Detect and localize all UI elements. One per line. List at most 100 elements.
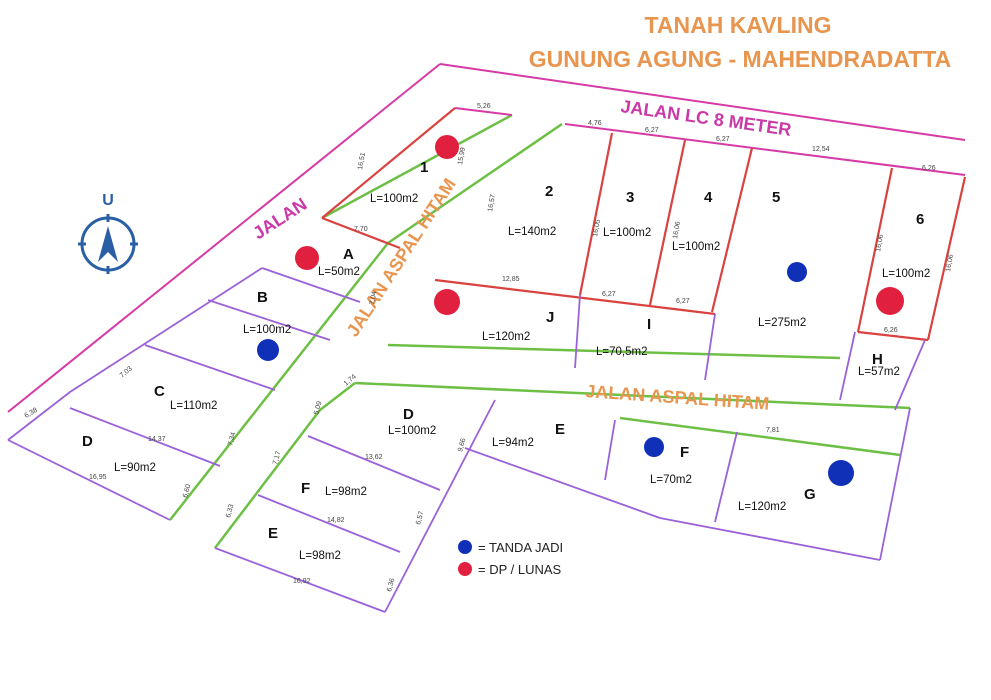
dim-label: 16,51: [357, 152, 367, 171]
svg-text:L=70m2: L=70m2: [650, 474, 692, 486]
dimension-labels: 5,26 16,51 15,99 7,70 4,76 6,27 6,27 12,…: [24, 103, 956, 593]
lot-c: C L=110m2: [154, 383, 217, 412]
dim-label: 6,57: [415, 510, 425, 525]
svg-text:L=120m2: L=120m2: [482, 331, 530, 343]
road-label-aspal-horizontal: JALAN ASPAL HITAM: [585, 381, 770, 414]
dim-label: 12,54: [812, 146, 830, 153]
lot-f-east: FL=70m2: [650, 444, 692, 486]
marker-tanda-jadi: [787, 262, 807, 282]
dim-label: 6,60: [182, 483, 192, 498]
legend-item-tanda-jadi: = TANDA JADI: [458, 540, 563, 555]
svg-text:L=90m2: L=90m2: [114, 462, 156, 474]
svg-text:L=98m2: L=98m2: [299, 550, 341, 562]
dim-label: 14,82: [327, 517, 345, 524]
lot-h: HL=57m2: [858, 351, 900, 378]
lot-boundaries-purple: [7, 267, 926, 613]
dim-label: 6,26: [884, 327, 898, 334]
road-boundary-jalan: [7, 63, 966, 413]
dim-label: 7,81: [766, 427, 780, 434]
dim-label: 6,33: [225, 503, 235, 518]
svg-text:L=100m2: L=100m2: [243, 324, 291, 336]
dim-label: 9,66: [457, 437, 467, 452]
svg-text:E: E: [555, 421, 565, 438]
svg-text:L=100m2: L=100m2: [672, 241, 720, 253]
legend-item-dp-lunas: = DP / LUNAS: [458, 562, 562, 577]
svg-text:3: 3: [626, 189, 634, 206]
dim-label: 6,27: [645, 127, 659, 134]
marker-tanda-jadi: [257, 339, 279, 361]
svg-text:1: 1: [420, 159, 428, 176]
lot-3: 3L=100m2: [603, 189, 651, 239]
road-boundary-lc: [454, 107, 966, 176]
dim-label: 16,95: [89, 474, 107, 481]
svg-text:5: 5: [772, 189, 780, 206]
dim-label: 5,09: [313, 400, 323, 415]
dim-label: 6,27: [676, 298, 690, 305]
dim-label: 7,03: [119, 365, 134, 379]
svg-text:B: B: [257, 289, 268, 306]
lot-f-west: F L=98m2: [301, 480, 367, 498]
dim-label: 5,26: [477, 103, 491, 110]
dim-label: 12,85: [502, 276, 520, 283]
dim-label: 16,92: [293, 578, 311, 585]
svg-text:F: F: [301, 480, 310, 497]
svg-text:L=100m2: L=100m2: [882, 268, 930, 280]
lot-i: I L=70,5m2: [596, 316, 651, 358]
dim-label: 14,37: [148, 436, 166, 443]
lot-5: 5L=275m2: [758, 189, 806, 329]
svg-text:L=57m2: L=57m2: [858, 366, 900, 378]
svg-text:L=50m2: L=50m2: [318, 266, 360, 278]
marker-dp-lunas: [434, 289, 460, 315]
svg-text:A: A: [343, 246, 354, 263]
map-title-line1: TANAH KAVLING: [645, 12, 832, 38]
lot-d-east: DL=100m2: [388, 406, 436, 437]
svg-text:G: G: [804, 486, 816, 503]
dim-label: 7,34: [227, 431, 237, 446]
dim-label: 16,05: [592, 219, 602, 238]
dim-label: 7,04: [369, 291, 378, 306]
dim-label: 13,62: [365, 454, 383, 461]
lot-a: A L=50m2: [318, 246, 360, 278]
dim-label: 6,36: [386, 577, 396, 592]
marker-dp-lunas: [295, 246, 319, 270]
svg-text:E: E: [268, 525, 278, 542]
dim-label: 16,06: [875, 234, 885, 253]
lot-4: 4L=100m2: [672, 189, 720, 253]
map-title-line2: GUNUNG AGUNG - MAHENDRADATTA: [529, 46, 951, 72]
compass-north-label: U: [102, 192, 114, 209]
status-markers: [257, 135, 904, 486]
legend: = TANDA JADI = DP / LUNAS: [458, 540, 563, 577]
svg-text:2: 2: [545, 183, 553, 200]
lot-e-east: E L=94m2: [492, 421, 565, 449]
dim-label: 7,17: [272, 450, 282, 465]
svg-text:L=94m2: L=94m2: [492, 437, 534, 449]
svg-text:6: 6: [916, 211, 924, 228]
svg-text:4: 4: [704, 189, 713, 206]
svg-text:D: D: [82, 433, 93, 450]
marker-tanda-jadi: [644, 437, 664, 457]
svg-text:L=100m2: L=100m2: [603, 227, 651, 239]
svg-text:H: H: [872, 351, 883, 368]
dim-label: 7,70: [354, 226, 368, 233]
svg-text:L=120m2: L=120m2: [738, 501, 786, 513]
svg-text:L=98m2: L=98m2: [325, 486, 367, 498]
lot-6: 6L=100m2: [882, 211, 930, 280]
lot-j: JL=120m2: [482, 309, 554, 343]
dim-label: 4,76: [588, 120, 602, 127]
svg-text:I: I: [647, 316, 651, 333]
svg-text:L=70,5m2: L=70,5m2: [596, 346, 647, 358]
svg-text:= DP / LUNAS: = DP / LUNAS: [478, 562, 562, 577]
dim-label: 16,06: [672, 221, 682, 240]
lot-g: G L=120m2: [738, 486, 816, 513]
svg-text:L=110m2: L=110m2: [170, 400, 217, 412]
dim-label: 6,26: [922, 165, 936, 172]
svg-text:C: C: [154, 383, 165, 400]
dim-label: 6,27: [716, 136, 730, 143]
lot-e-west: E L=98m2: [268, 525, 341, 562]
lot-b: B L=100m2: [243, 289, 291, 336]
dim-label: 16,57: [487, 194, 497, 213]
svg-text:L=275m2: L=275m2: [758, 317, 806, 329]
lot-d-west: D L=90m2: [82, 433, 156, 474]
legend-swatch-blue: [458, 540, 472, 554]
